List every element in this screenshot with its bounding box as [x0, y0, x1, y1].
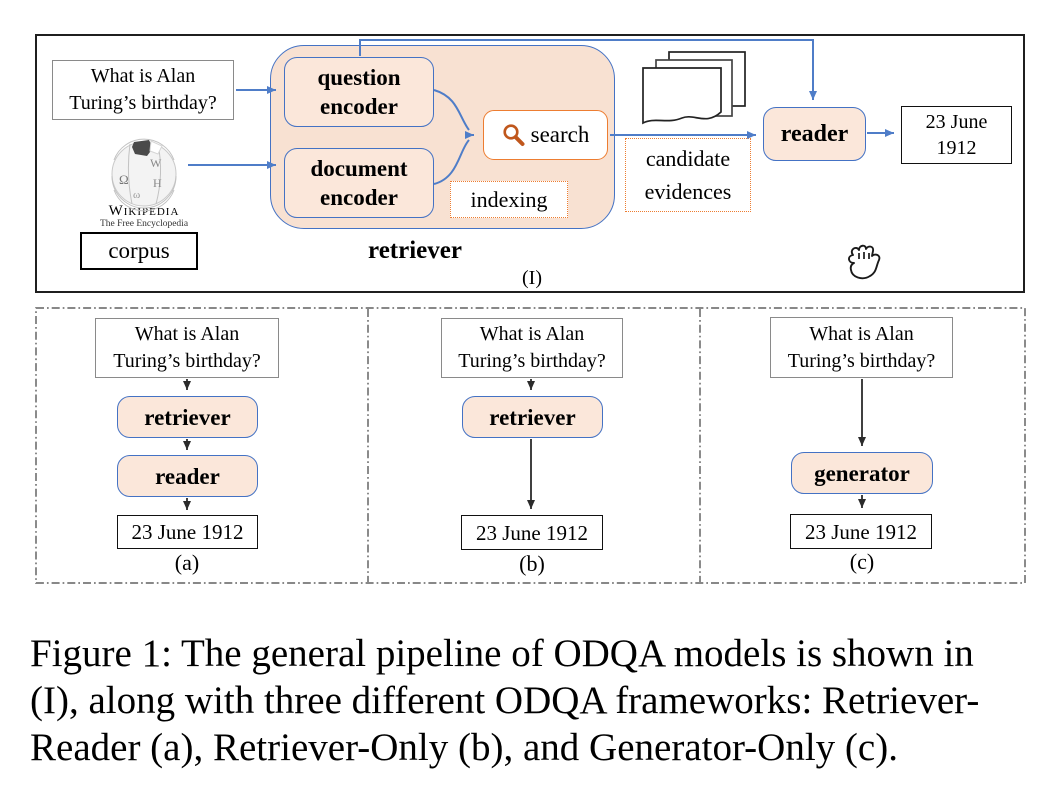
generator-c-label: generator — [814, 460, 910, 486]
question-box-c: What is Alan Turing’s birthday? — [770, 317, 953, 378]
question-box-main: What is Alan Turing’s birthday? — [52, 60, 234, 120]
reader-a-label: reader — [155, 463, 220, 489]
corpus-label: corpus — [108, 238, 170, 263]
document-encoder-line2: encoder — [320, 185, 398, 210]
answer-line1: 23 June — [925, 111, 988, 133]
question-line1: What is Alan — [90, 65, 196, 87]
document-encoder-box: document encoder — [284, 148, 434, 218]
wikipedia-tagline: The Free Encyclopedia — [99, 219, 189, 229]
panel-label-a: (a) — [174, 550, 200, 575]
question-box-a: What is Alan Turing’s birthday? — [95, 318, 279, 378]
search-label: search — [530, 122, 590, 147]
wikipedia-wordmark: Wikipedia — [108, 203, 180, 219]
question-b-line1: What is Alan — [479, 323, 585, 345]
question-box-b: What is Alan Turing’s birthday? — [441, 318, 623, 378]
generator-box-c: generator — [791, 452, 933, 494]
question-b-line2: Turing’s birthday? — [458, 350, 606, 372]
answer-box-main: 23 June 1912 — [901, 106, 1012, 164]
answer-box-a: 23 June 1912 — [117, 515, 258, 549]
search-magnifier-icon — [503, 124, 525, 146]
caption-line3: Reader (a), Retriever-Only (b), and Gene… — [30, 726, 898, 769]
retriever-a-label: retriever — [144, 404, 231, 430]
caption-line1: Figure 1: The general pipeline of ODQA m… — [30, 632, 974, 675]
question-line2: Turing’s birthday? — [69, 92, 217, 114]
retriever-b-label: retriever — [489, 404, 576, 430]
candidate-line2: evidences — [644, 179, 732, 204]
caption-line2: (I), along with three different ODQA fra… — [30, 679, 980, 722]
main-pipeline-panel — [35, 34, 1025, 293]
retriever-box-a: retriever — [117, 396, 258, 438]
question-a-line2: Turing’s birthday? — [113, 350, 261, 372]
question-c-line1: What is Alan — [809, 322, 914, 345]
document-encoder-line1: document — [310, 156, 408, 181]
figure-caption: Figure 1: The general pipeline of ODQA m… — [30, 630, 1042, 771]
question-encoder-line2: encoder — [320, 94, 398, 119]
indexing-label: indexing — [470, 187, 548, 212]
retriever-label: retriever — [368, 237, 462, 264]
answer-c-label: 23 June 1912 — [805, 519, 917, 544]
answer-line2: 1912 — [936, 137, 977, 159]
answer-box-c: 23 June 1912 — [790, 514, 932, 549]
question-encoder-box: question encoder — [284, 57, 434, 127]
answer-b-label: 23 June 1912 — [476, 520, 588, 545]
indexing-box: indexing — [450, 181, 568, 218]
answer-a-label: 23 June 1912 — [131, 520, 244, 544]
question-encoder-line1: question — [317, 65, 401, 90]
search-box: search — [483, 110, 608, 160]
answer-box-b: 23 June 1912 — [461, 515, 603, 550]
reader-label: reader — [780, 120, 849, 147]
retriever-box-b: retriever — [462, 396, 603, 438]
candidate-evidences-box: candidate evidences — [625, 138, 751, 212]
panel-label-b: (b) — [519, 551, 545, 576]
question-c-line2: Turing’s birthday? — [787, 349, 936, 372]
question-a-line1: What is Alan — [134, 323, 240, 345]
reader-box: reader — [763, 107, 866, 161]
panel-label-I: (I) — [522, 267, 542, 289]
reader-box-a: reader — [117, 455, 258, 497]
candidate-line1: candidate — [645, 146, 731, 171]
corpus-box: corpus — [80, 232, 198, 270]
panel-label-c: (c) — [849, 549, 875, 574]
